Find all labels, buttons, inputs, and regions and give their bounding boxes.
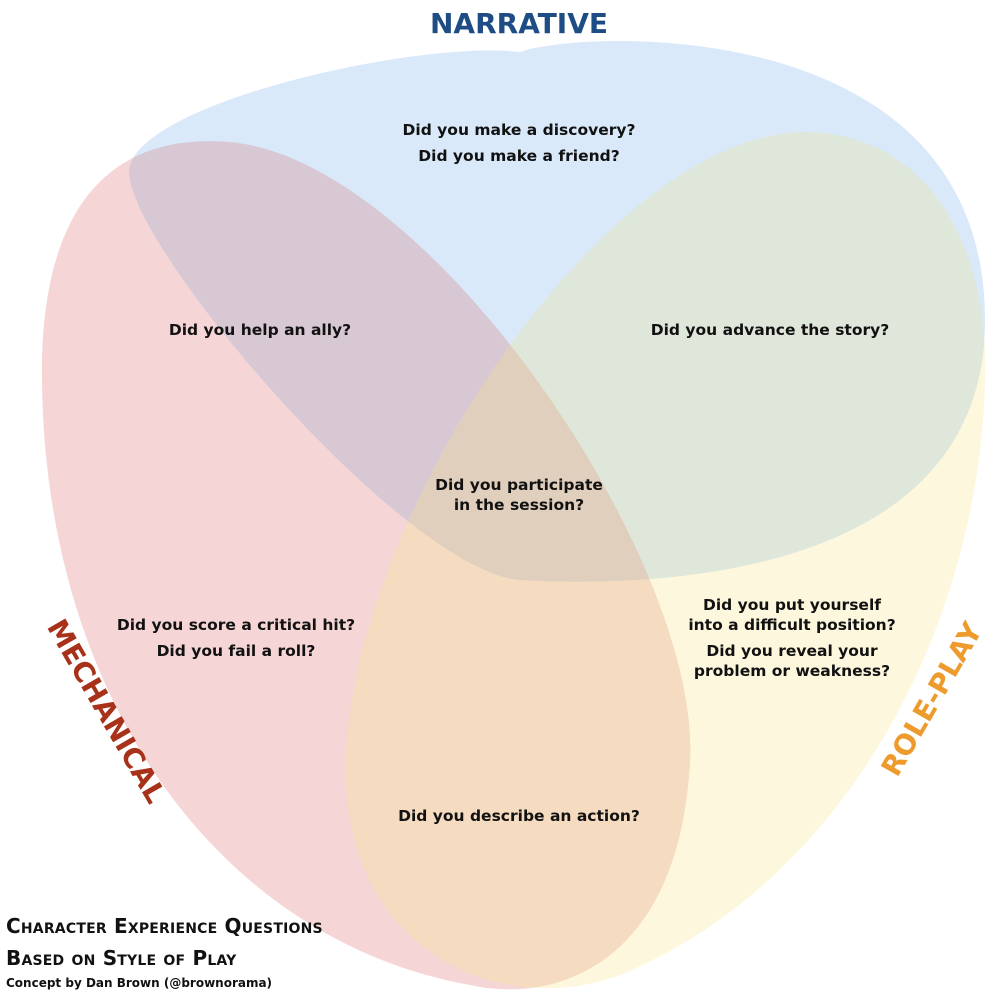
- mechanical-question: Did you score a critical hit?: [117, 616, 355, 634]
- role-play-question: Did you put yourself: [703, 596, 881, 614]
- caption-title-line-1: Character Experience Questions: [6, 914, 323, 938]
- caption-credit: Concept by Dan Brown (@brownorama): [6, 976, 273, 990]
- all-three-question: in the session?: [454, 496, 584, 514]
- role-play-question: Did you reveal your: [706, 642, 878, 660]
- narrative-mechanical-question: Did you help an ally?: [169, 321, 351, 339]
- caption-title-line-2: Based on Style of Play: [6, 946, 237, 970]
- role-play-question: into a difficult position?: [688, 616, 895, 634]
- role-play-question: problem or weakness?: [694, 662, 890, 680]
- caption: Character Experience Questions Based on …: [6, 910, 323, 992]
- narrative-question: Did you make a friend?: [418, 147, 619, 165]
- mechanical-question: Did you fail a roll?: [157, 642, 316, 660]
- mechanical-role-play-question: Did you describe an action?: [398, 807, 640, 825]
- narrative-question: Did you make a discovery?: [403, 121, 636, 139]
- narrative-label: NARRATIVE: [430, 7, 608, 40]
- narrative-role-play-question: Did you advance the story?: [651, 321, 889, 339]
- all-three-question: Did you participate: [435, 476, 603, 494]
